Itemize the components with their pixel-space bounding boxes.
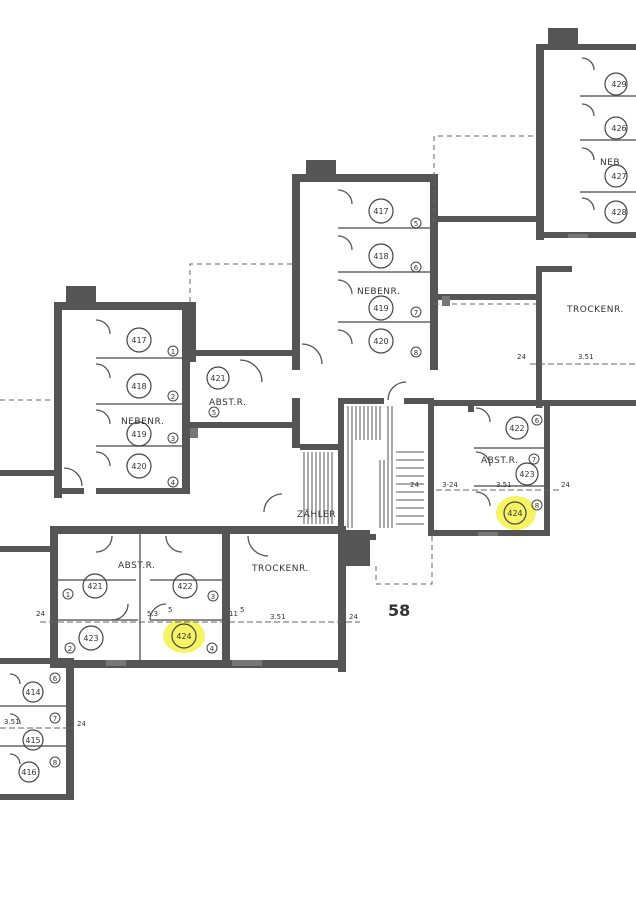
svg-text:4: 4: [171, 479, 176, 487]
label-nebenr-left: NEBENR.: [121, 417, 164, 427]
svg-text:428: 428: [611, 208, 626, 217]
svg-text:420: 420: [373, 337, 388, 346]
svg-text:426: 426: [611, 124, 626, 133]
svg-text:5.3: 5.3: [147, 610, 158, 618]
label-nebenr-middle: NEBENR.: [357, 287, 400, 297]
label-abstr-lower: ABST.R.: [118, 561, 155, 571]
svg-text:422: 422: [509, 424, 524, 433]
svg-text:8: 8: [53, 759, 57, 767]
index-circles: [49, 217, 543, 768]
svg-text:414: 414: [25, 688, 40, 697]
svg-text:424: 424: [507, 509, 522, 518]
svg-text:423: 423: [519, 470, 534, 479]
svg-text:2: 2: [171, 393, 175, 401]
svg-text:427: 427: [611, 172, 626, 181]
label-nebenr-top-right: NEB: [600, 158, 620, 168]
svg-text:415: 415: [25, 736, 40, 745]
svg-text:422: 422: [177, 582, 192, 591]
svg-text:424: 424: [176, 632, 191, 641]
svg-text:24: 24: [410, 481, 419, 489]
svg-text:3: 3: [171, 435, 175, 443]
svg-text:421: 421: [210, 374, 225, 383]
svg-text:3-24: 3-24: [442, 481, 458, 489]
svg-text:7: 7: [532, 456, 536, 464]
svg-text:429: 429: [611, 80, 626, 89]
svg-text:1: 1: [66, 591, 70, 599]
svg-text:24: 24: [77, 720, 86, 728]
label-trockenr-lower: TROCKENR.: [251, 564, 309, 574]
svg-text:416: 416: [21, 768, 36, 777]
svg-text:6: 6: [535, 417, 540, 425]
svg-text:24: 24: [517, 353, 526, 361]
svg-text:5: 5: [212, 409, 216, 417]
page-number: 58: [388, 601, 410, 620]
svg-text:24: 24: [561, 481, 570, 489]
walls: [0, 28, 636, 800]
svg-text:4: 4: [210, 645, 215, 653]
svg-text:3.51: 3.51: [4, 718, 20, 726]
svg-text:3.51: 3.51: [578, 353, 594, 361]
svg-text:417: 417: [131, 336, 146, 345]
svg-text:419: 419: [373, 304, 388, 313]
svg-text:1: 1: [171, 348, 175, 356]
svg-text:8: 8: [414, 349, 418, 357]
svg-text:6: 6: [414, 264, 419, 272]
stair-hatching: [303, 406, 424, 528]
label-trockenr-right: TROCKENR.: [566, 305, 624, 315]
svg-text:421: 421: [87, 582, 102, 591]
svg-text:419: 419: [131, 430, 146, 439]
dashed-outlines: [0, 135, 543, 585]
svg-text:5: 5: [414, 220, 418, 228]
label-zaehler: ZÄHLER: [297, 509, 336, 520]
svg-text:5: 5: [168, 606, 172, 614]
svg-text:11: 11: [229, 610, 238, 618]
highlight-424-lower: [163, 619, 205, 653]
svg-text:2: 2: [68, 645, 72, 653]
index-numbers: 1 2 3 4 5 5 6 7 8 6 7 8 1 3 2 4 6 7 8: [53, 220, 540, 767]
svg-text:423: 423: [83, 634, 98, 643]
wall-marks: [106, 234, 588, 666]
svg-text:7: 7: [414, 309, 418, 317]
svg-text:418: 418: [131, 382, 146, 391]
unit-circles: [18, 72, 628, 783]
unit-numbers: 417 418 419 420 421 417 418 419 420 422 …: [21, 80, 626, 777]
label-abstr-upper: ABST.R.: [209, 398, 246, 408]
highlight-424-right: [496, 496, 536, 530]
svg-text:417: 417: [373, 207, 388, 216]
svg-text:3: 3: [211, 593, 215, 601]
svg-text:5: 5: [240, 606, 244, 614]
svg-text:24: 24: [349, 613, 358, 621]
svg-text:24: 24: [36, 610, 45, 618]
svg-text:8: 8: [535, 502, 539, 510]
svg-text:7: 7: [53, 715, 57, 723]
svg-text:3.51: 3.51: [270, 613, 286, 621]
dimension-lines: [0, 363, 636, 729]
svg-text:418: 418: [373, 252, 388, 261]
label-abstr-right: ABST.R.: [481, 456, 518, 466]
svg-text:420: 420: [131, 462, 146, 471]
svg-text:3.51: 3.51: [496, 481, 512, 489]
door-swings: [9, 57, 595, 765]
svg-text:6: 6: [53, 675, 58, 683]
dimension-texts: 24 5.3 5 11 5 3.51 24 24 3-24 3.51 24 24…: [4, 353, 594, 728]
